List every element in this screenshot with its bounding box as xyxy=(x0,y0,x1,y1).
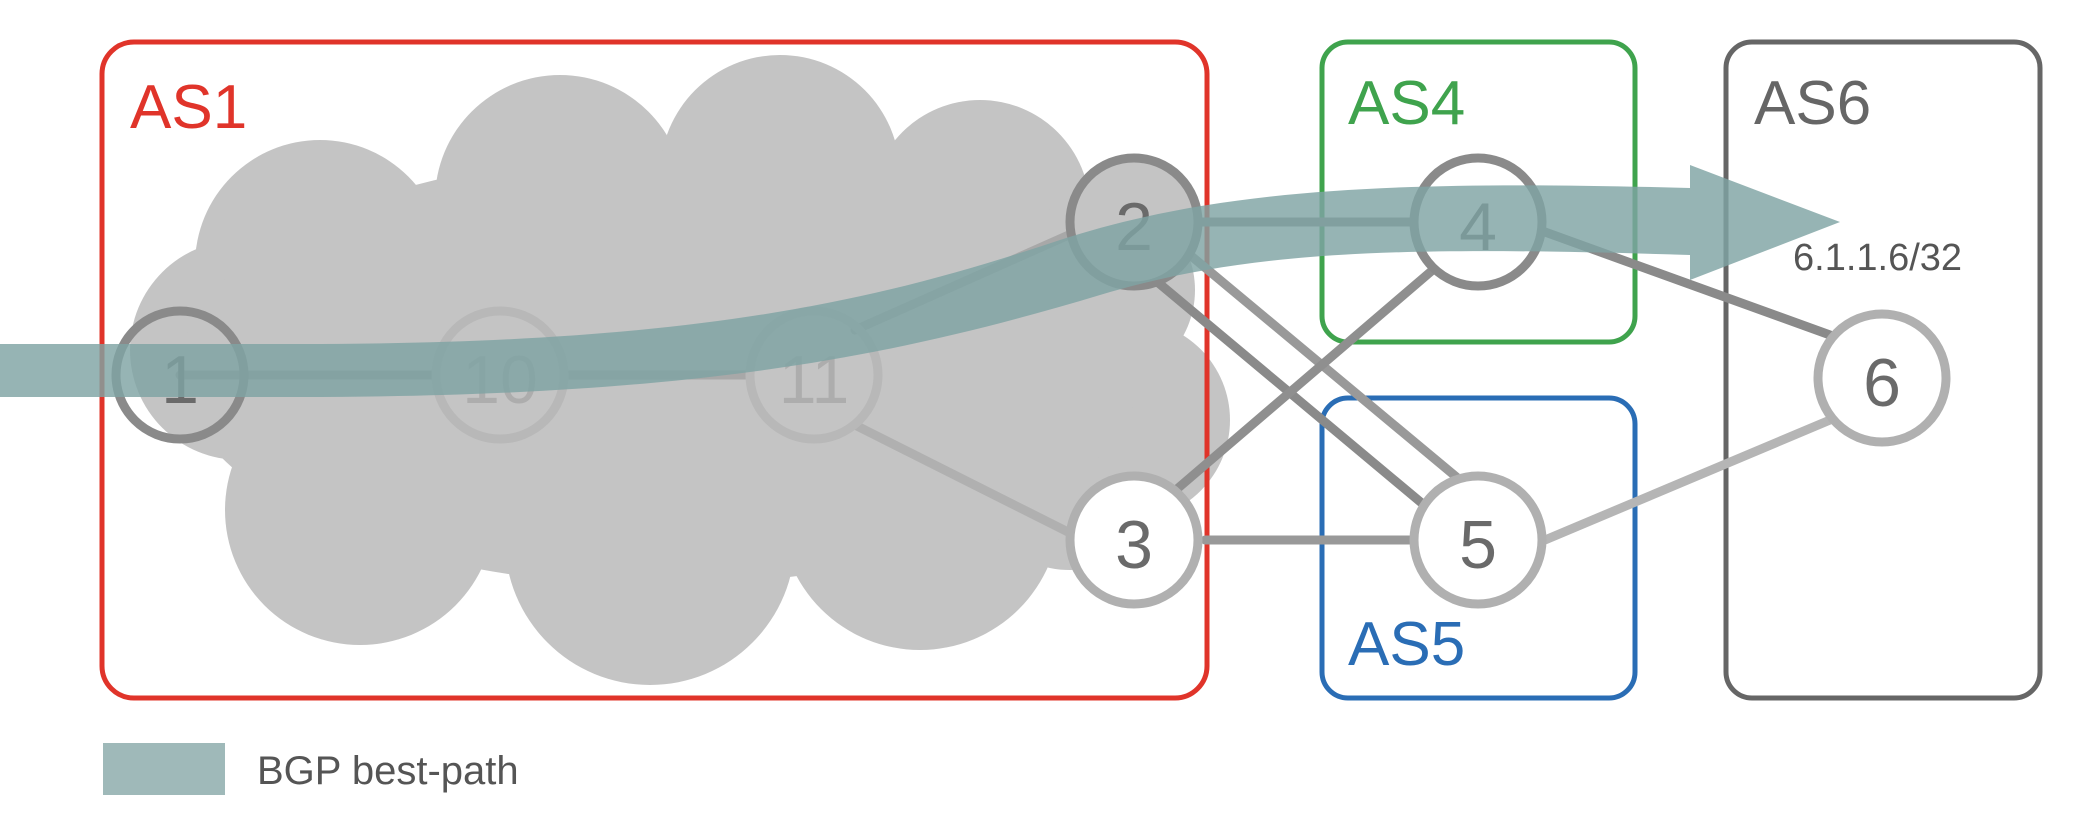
legend-label: BGP best-path xyxy=(257,749,519,793)
as5-label: AS5 xyxy=(1348,610,1465,679)
link-5-6 xyxy=(1540,415,1835,545)
router-6: 6 xyxy=(1813,309,1951,447)
as1-internal-cloud xyxy=(130,55,1230,685)
as4-label: AS4 xyxy=(1348,69,1465,138)
as5-box xyxy=(1319,395,1638,701)
link-11-3 xyxy=(850,420,1073,537)
as6-box xyxy=(1723,39,2043,701)
router-3: 3 xyxy=(1065,471,1203,609)
router-5: 5 xyxy=(1409,471,1547,609)
link-3-4 xyxy=(1165,263,1440,500)
as6-label: AS6 xyxy=(1754,69,1871,138)
legend-swatch xyxy=(103,743,225,795)
router-6-label: 6 xyxy=(1863,345,1901,421)
legend: BGP best-path xyxy=(103,743,519,795)
bgp-best-path-arrow xyxy=(0,165,1840,397)
prefix-label: 6.1.1.6/32 xyxy=(1793,237,1962,279)
router-5-label: 5 xyxy=(1459,507,1497,583)
router-3-label: 3 xyxy=(1115,507,1153,583)
as1-label: AS1 xyxy=(130,73,247,142)
